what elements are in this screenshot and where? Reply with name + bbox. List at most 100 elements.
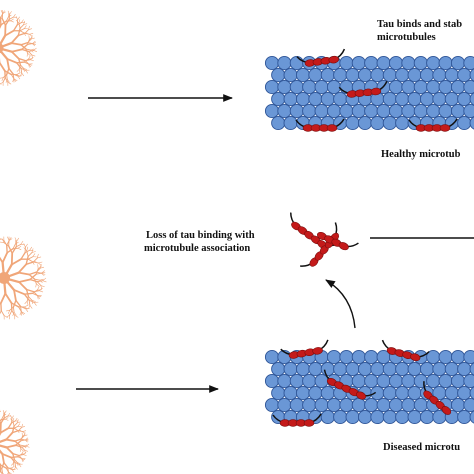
- dendrite-branch: [37, 264, 39, 270]
- tubulin-subunit: [357, 67, 373, 83]
- dendrite-branch: [5, 431, 14, 441]
- tubulin-subunit: [314, 79, 329, 95]
- tubulin-subunit: [302, 373, 317, 389]
- dendrite-branch: [0, 24, 2, 29]
- dendrite-branch: [27, 258, 33, 263]
- tubulin-subunit: [264, 373, 280, 389]
- dendrite-branch: [0, 238, 2, 241]
- tau-protein: [381, 339, 430, 362]
- dendrite-branch: [10, 74, 15, 80]
- dendrite-branch: [22, 431, 26, 434]
- dendrite-branch: [26, 52, 28, 57]
- tau-bead: [439, 124, 451, 132]
- dendrite-branch: [29, 305, 33, 309]
- tubulin-subunit: [401, 79, 416, 95]
- tubulin-subunit: [264, 397, 280, 413]
- dendrite-branch: [24, 306, 29, 310]
- tubulin-subunit: [376, 103, 391, 119]
- tubulin-subunit: [469, 116, 474, 130]
- dendrite-branch: [14, 466, 16, 470]
- tubulin-subunit: [314, 397, 329, 413]
- dendrite-branch: [17, 456, 23, 460]
- tubulin-subunit: [308, 361, 323, 377]
- tau-protein: [323, 369, 377, 400]
- dendrite-branch: [18, 426, 23, 432]
- tubulin-subunit: [444, 385, 459, 401]
- dendrite-branch: [19, 30, 25, 34]
- tau-bead: [370, 87, 382, 96]
- dendrite-branch: [21, 43, 29, 51]
- bound-tau-group: [295, 48, 458, 132]
- dendrite-branch: [23, 444, 28, 447]
- tubulin-subunit: [457, 361, 472, 377]
- dendrite-branch: [19, 64, 25, 69]
- loss-of-binding-label: Loss of tau binding with: [146, 230, 255, 241]
- tubulin-subunit: [283, 67, 298, 83]
- tubulin-subunit: [370, 409, 385, 425]
- tau-bead: [409, 353, 421, 362]
- tau-binds-label-line2: microtubules: [377, 32, 436, 43]
- dendrite-branch: [24, 439, 29, 442]
- dendrite-branch: [2, 77, 6, 83]
- dendrite-branch: [28, 271, 38, 276]
- dendrite-branch: [18, 430, 24, 432]
- dendrite-branch: [9, 11, 12, 15]
- tubulin-subunit: [339, 55, 354, 71]
- dendrite-branch: [30, 48, 35, 51]
- tubulin-subunit: [395, 361, 410, 377]
- tubulin-subunit: [283, 91, 298, 107]
- dendrite-branch: [12, 306, 15, 313]
- dendrite-branch: [27, 256, 34, 260]
- dendrite-branch: [36, 256, 42, 259]
- dendrite-branch: [16, 69, 20, 72]
- tubulin-subunit: [407, 385, 422, 401]
- tubulin-subunit: [388, 79, 404, 95]
- tubulin-subunit: [407, 91, 422, 107]
- tubulin-subunit: [370, 361, 385, 377]
- dendrite-branch: [17, 462, 21, 464]
- tubulin-subunit: [438, 55, 453, 71]
- dendrite-branch: [24, 32, 31, 35]
- neuron-bottom-icon: [0, 409, 30, 474]
- dendrite-branch: [0, 418, 3, 422]
- dendrite-branch: [10, 467, 15, 471]
- tubulin-subunit: [395, 115, 410, 131]
- tubulin-subunit: [401, 103, 416, 119]
- tubulin-subunit: [277, 79, 292, 95]
- tubulin-subunit: [277, 373, 292, 389]
- dendrite-branch: [34, 278, 41, 281]
- dendrite-branch: [4, 77, 9, 83]
- dendrite-branch: [27, 296, 33, 301]
- dendrite-branch: [20, 448, 24, 452]
- dendrite-branch: [41, 272, 45, 276]
- dendrite-branch: [30, 59, 34, 62]
- healthy-microtubule-label: Healthy microtub: [381, 149, 461, 160]
- healthy-microtubule: [264, 55, 474, 131]
- dendrite-branch: [22, 430, 27, 432]
- dendrite-branch: [31, 251, 36, 253]
- tubulin-subunit: [450, 373, 466, 389]
- dendrite-branch: [12, 24, 18, 32]
- dendrite-branch: [16, 74, 21, 77]
- dendrite-branch: [21, 446, 26, 451]
- dendrite-branch: [24, 449, 26, 454]
- tubulin-subunit: [302, 103, 317, 119]
- dendrite-branch: [16, 421, 21, 424]
- dendrite-branch: [20, 252, 26, 260]
- dendrite-branch: [17, 75, 21, 80]
- dendrite-branch: [33, 302, 37, 306]
- dendrite-branch: [3, 415, 9, 419]
- dendrite-branch: [0, 470, 3, 474]
- dendrite-branch: [16, 72, 21, 75]
- diseased-microtubule-label: Diseased microtu: [383, 442, 460, 453]
- tubulin-subunit: [370, 385, 385, 401]
- dendrite-branch: [19, 444, 25, 447]
- tubulin-subunit: [450, 79, 466, 95]
- tubulin-subunit: [395, 409, 410, 425]
- tubulin-subunit: [457, 67, 472, 83]
- dendrite-branch: [16, 237, 20, 242]
- dendrite-branch: [0, 444, 8, 449]
- dendrite-branch: [35, 283, 37, 288]
- tubulin-subunit: [388, 373, 404, 389]
- tubulin-subunit: [320, 361, 335, 377]
